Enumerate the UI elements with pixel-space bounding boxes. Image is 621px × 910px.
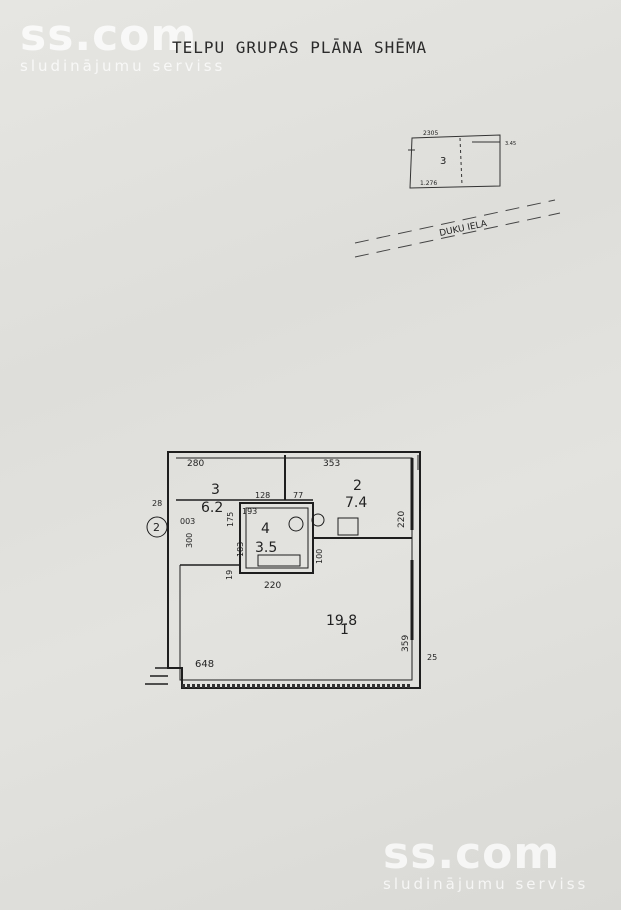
street-lines bbox=[354, 199, 561, 258]
room-3-area: 6.2 bbox=[201, 500, 223, 516]
page-title: TELPU GRUPAS PLĀNA SHĒMA bbox=[172, 38, 428, 57]
dim-wall-19: 19 bbox=[225, 570, 234, 580]
room-4-number: 4 bbox=[261, 521, 270, 537]
heater-icon bbox=[311, 513, 325, 527]
outer-wall bbox=[167, 451, 421, 689]
dim-living-w: 648 bbox=[195, 659, 214, 670]
dim-top-right: 353 bbox=[323, 459, 340, 469]
dim-hall-mid: 128 bbox=[255, 491, 270, 500]
room-2-number: 2 bbox=[353, 478, 362, 494]
site-dim-top: 2305 bbox=[423, 130, 438, 137]
dim-door: 100 bbox=[315, 549, 324, 564]
room-2-area: 7.4 bbox=[345, 495, 367, 511]
watermark-bottom: ss.com sludinājumu serviss bbox=[383, 828, 589, 893]
stove-icon bbox=[337, 517, 359, 536]
room-1-area: 19.8 bbox=[326, 613, 357, 629]
apartment-number: 2 bbox=[153, 521, 160, 534]
watermark-tagline: sludinājumu serviss bbox=[20, 57, 226, 75]
bathroom-inner bbox=[245, 507, 309, 569]
site-divider bbox=[459, 137, 463, 186]
site-dim-right: 3.45 bbox=[505, 141, 516, 147]
room-3-number: 3 bbox=[211, 482, 220, 498]
dim-wall-25: 25 bbox=[427, 653, 437, 662]
bathtub-icon bbox=[257, 554, 301, 567]
dim-bath-h: 175 bbox=[226, 512, 235, 527]
dim-kitchen-h: 220 bbox=[397, 511, 407, 528]
watermark-top: ss.com sludinājumu serviss bbox=[20, 10, 226, 75]
room-labels: 1 19.8 2 7.4 3 6.2 4 3.5 bbox=[201, 478, 367, 638]
inner-wall bbox=[176, 457, 413, 681]
site-room-number: 3 bbox=[440, 156, 446, 167]
site-building-outline bbox=[409, 134, 501, 189]
dim-top-left: 280 bbox=[187, 459, 204, 469]
site-plan bbox=[408, 134, 501, 189]
dimension-labels: 280 353 128 77 193 175 183 28 300 19 220… bbox=[152, 459, 437, 670]
street-line-top bbox=[354, 199, 556, 244]
bathroom-walls bbox=[239, 502, 314, 574]
street-name: DUKU IELA bbox=[439, 219, 489, 239]
dim-bath-w: 193 bbox=[242, 507, 257, 516]
watermark-brand: ss.com bbox=[20, 10, 198, 61]
apartment-plan bbox=[145, 451, 421, 689]
watermark-brand-bottom: ss.com bbox=[383, 828, 561, 879]
apartment-number-circle bbox=[146, 516, 168, 538]
dim-bath-h2: 183 bbox=[236, 542, 245, 557]
dim-hall-right: 77 bbox=[293, 491, 303, 500]
site-dim-bottom: 1.276 bbox=[420, 180, 437, 187]
dim-left-small: 28 bbox=[152, 499, 162, 508]
apartment-code: 003 bbox=[180, 517, 195, 526]
room-4-area: 3.5 bbox=[255, 540, 277, 556]
dim-hall-bottom: 220 bbox=[264, 581, 281, 591]
sink-icon bbox=[288, 516, 304, 532]
watermark-tagline-bottom: sludinājumu serviss bbox=[383, 875, 589, 893]
room-1-number: 1 bbox=[340, 622, 349, 638]
dim-left-h: 300 bbox=[185, 533, 194, 548]
dim-living-h: 359 bbox=[401, 635, 411, 652]
street-line-bottom bbox=[354, 212, 561, 258]
